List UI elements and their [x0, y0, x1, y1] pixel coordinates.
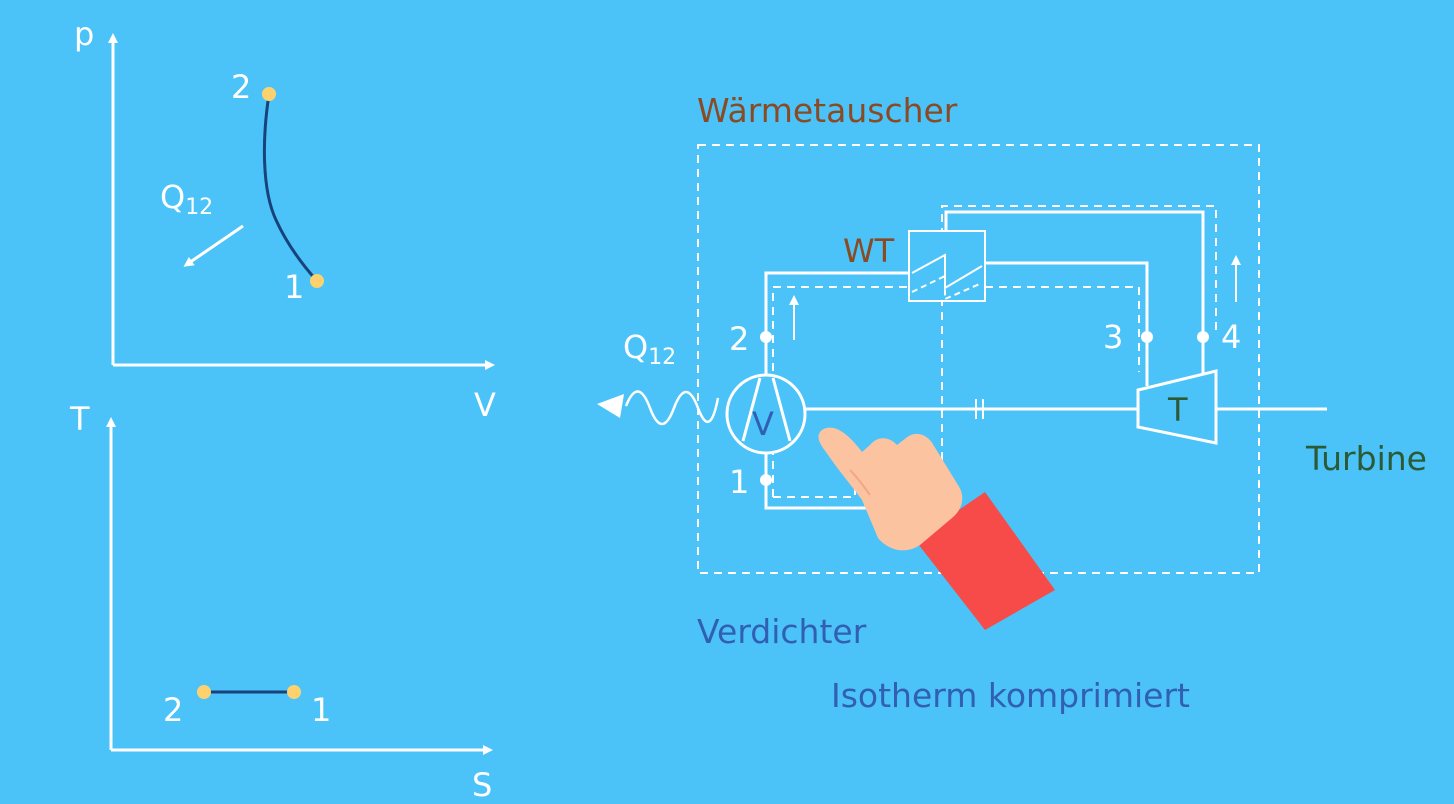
ts-point-1-label: 1	[311, 691, 331, 729]
hand-sleeve	[915, 492, 1055, 630]
ts-point-2-label: 2	[163, 691, 183, 729]
hot-flow-dashed-path	[941, 205, 1217, 500]
compressor-inlet-pipe	[764, 446, 870, 510]
pv-isotherm-curve	[262, 93, 319, 283]
pv-heat-arrow	[183, 224, 244, 267]
heat-exchanger-zigzag-icon	[911, 253, 983, 290]
node-1-label: 1	[729, 463, 749, 501]
heat-exchanger-label: WT	[843, 232, 895, 270]
node-3-label: 3	[1103, 318, 1123, 356]
heat-wave-arrowhead	[597, 394, 624, 418]
compressor-vanes-icon	[741, 377, 792, 442]
turbine-exhaust-pipe	[944, 210, 1205, 375]
gas-turbine-schematic: Wärmetauscher WT V T 2	[597, 91, 1427, 715]
node-2-label: 2	[729, 320, 749, 358]
node-4-label: 4	[1221, 318, 1241, 356]
node-4-dot	[1197, 331, 1209, 343]
pv-x-axis-label: V	[474, 386, 496, 424]
heat-wave-icon	[624, 390, 720, 426]
heat-exchanger-caption: Wärmetauscher	[697, 91, 958, 130]
pv-diagram: p V 2 1 Q12	[74, 15, 496, 424]
pv-point-2-label: 2	[231, 68, 251, 106]
pointing-hand-icon	[818, 427, 1055, 630]
node-1-dot	[760, 474, 772, 486]
cold-flow-dashed-path	[772, 286, 1140, 497]
ts-x-axis-label: S	[472, 766, 492, 804]
pv-heat-label: Q12	[160, 178, 213, 220]
hand-fold	[849, 469, 871, 496]
system-boundary	[697, 144, 1260, 574]
turbine-caption: Turbine	[1305, 439, 1427, 478]
compressor-outlet-pipe	[764, 271, 909, 381]
pv-point-1-label: 1	[284, 268, 304, 306]
node-3-dot	[1141, 331, 1153, 343]
process-caption: Isotherm komprimiert	[831, 676, 1190, 715]
schematic-heat-label: Q12	[623, 328, 676, 370]
turbine-symbol-label: T	[1167, 391, 1188, 429]
turbine-inlet-pipe	[985, 261, 1149, 386]
ts-point-1	[287, 685, 301, 699]
ts-diagram: T S 2 1	[69, 400, 493, 804]
pv-y-axis-label: p	[74, 15, 94, 53]
ts-y-axis-label: T	[69, 400, 90, 438]
compressor-caption: Verdichter	[697, 612, 867, 651]
node-2-dot	[760, 331, 772, 343]
ts-point-2	[197, 685, 211, 699]
compressor-symbol-label: V	[752, 405, 774, 443]
hand-fingers	[818, 427, 963, 551]
pv-point-2	[262, 87, 276, 101]
turbine-symbol	[1136, 369, 1218, 445]
pv-point-1	[310, 274, 324, 288]
heat-exchanger-box	[908, 230, 986, 302]
